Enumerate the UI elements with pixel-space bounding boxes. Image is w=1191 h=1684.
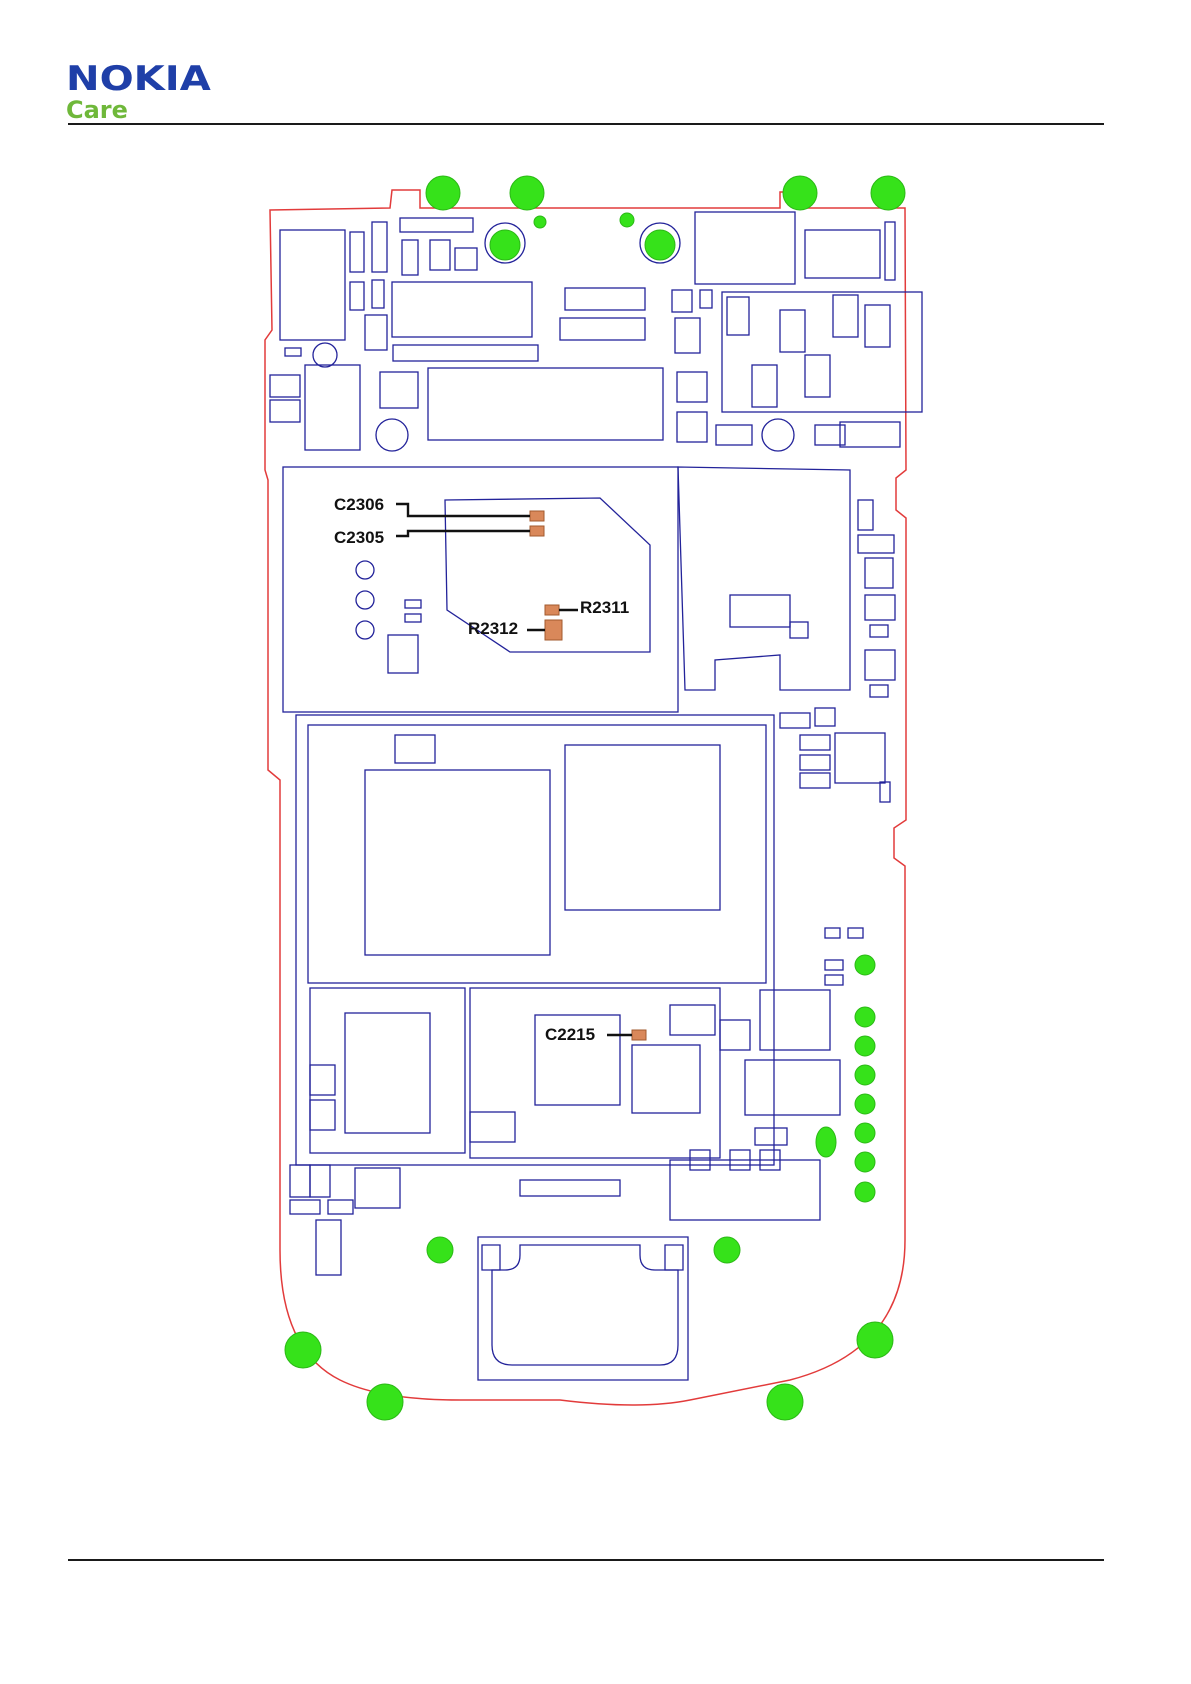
label-r2311: R2311 — [580, 598, 629, 617]
test-pad — [855, 955, 875, 975]
top-component-cluster — [270, 212, 922, 451]
label-c2215: C2215 — [545, 1025, 595, 1044]
test-pad — [855, 1036, 875, 1056]
board-outline — [265, 190, 906, 1405]
test-pad — [855, 1094, 875, 1114]
baseband-shield — [296, 715, 774, 1165]
test-pad — [767, 1384, 803, 1420]
test-pad — [490, 230, 520, 260]
test-pad — [871, 176, 905, 210]
label-c2305: C2305 — [334, 528, 384, 547]
test-pad — [855, 1007, 875, 1027]
label-r2312: R2312 — [468, 619, 518, 638]
right-component-cluster — [290, 708, 890, 1275]
test-pad — [427, 1237, 453, 1263]
r2311-pad — [545, 605, 559, 615]
test-pad — [367, 1384, 403, 1420]
test-pad — [620, 213, 634, 227]
c2305-pad — [530, 526, 544, 536]
test-pad — [645, 230, 675, 260]
test-pad — [855, 1065, 875, 1085]
test-pad — [510, 176, 544, 210]
c2306-pad — [530, 511, 544, 521]
test-pad — [816, 1127, 836, 1157]
test-pad — [285, 1332, 321, 1368]
test-pad — [855, 1123, 875, 1143]
c2306-leader — [396, 504, 530, 516]
test-pad — [783, 176, 817, 210]
test-pad — [714, 1237, 740, 1263]
c2215-pad — [632, 1030, 646, 1040]
c2305-leader — [396, 531, 530, 536]
label-c2306: C2306 — [334, 495, 384, 514]
test-pad — [534, 216, 546, 228]
test-pad — [426, 176, 460, 210]
test-pad — [855, 1152, 875, 1172]
bottom-connector — [478, 1237, 688, 1380]
r2312-pad — [545, 620, 562, 640]
test-pad-group — [285, 176, 905, 1420]
test-pad — [855, 1182, 875, 1202]
test-pad — [857, 1322, 893, 1358]
highlighted-components — [530, 511, 646, 1040]
